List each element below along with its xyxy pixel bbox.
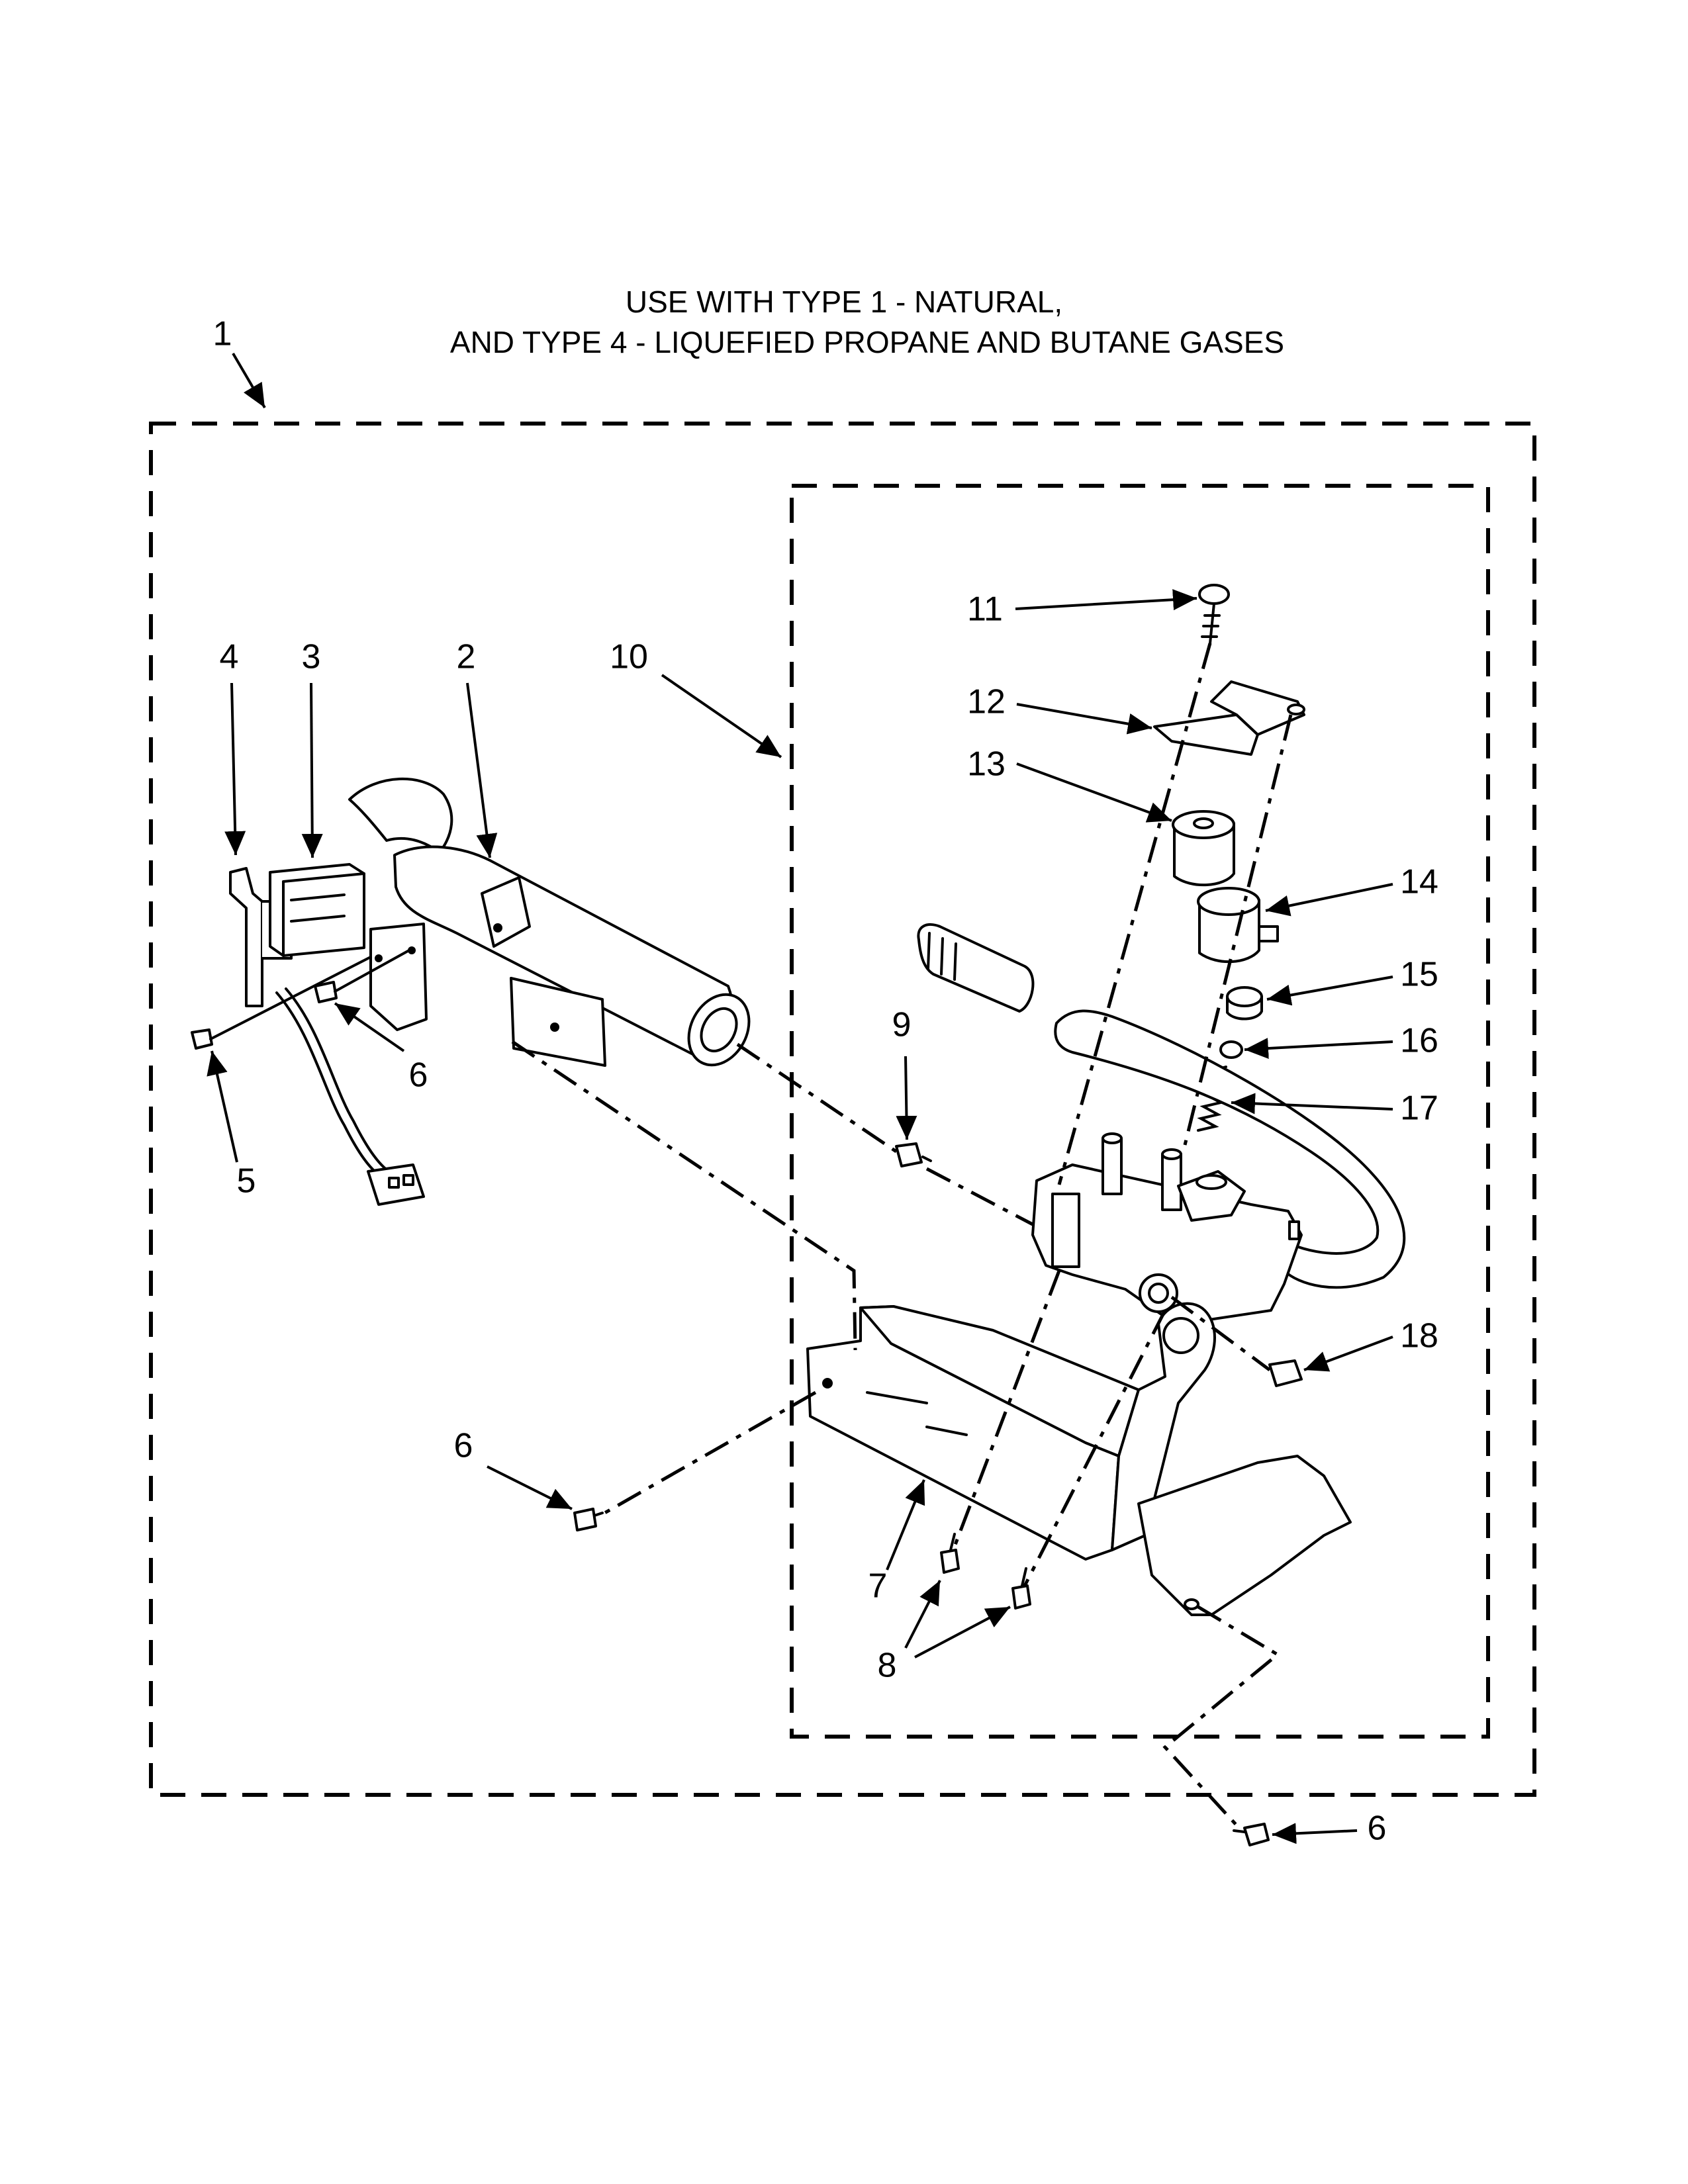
sensor-part-3 bbox=[269, 863, 365, 957]
callout-5: 5 bbox=[237, 1162, 256, 1201]
callout-6-center: 6 bbox=[454, 1427, 473, 1465]
leader-4 bbox=[224, 682, 246, 856]
centerline-bracket-to-part-7 bbox=[511, 1040, 857, 1351]
leader-17 bbox=[1231, 1093, 1393, 1115]
centerline-part-6-bottom bbox=[1162, 1605, 1281, 1828]
callout-2: 2 bbox=[457, 638, 476, 676]
leader-11 bbox=[1015, 589, 1197, 611]
leader-6-bottom bbox=[1272, 1823, 1358, 1844]
leader-3 bbox=[301, 682, 323, 858]
callout-10: 10 bbox=[610, 638, 648, 676]
leader-5 bbox=[207, 1050, 238, 1163]
leader-8-right bbox=[914, 1606, 1011, 1659]
wire-harness bbox=[275, 987, 425, 1206]
centerline-coil-stack bbox=[1023, 714, 1293, 1587]
screw-part-11 bbox=[1198, 584, 1230, 645]
cap-part-15 bbox=[1226, 986, 1263, 1021]
gas-valve-body bbox=[1031, 1009, 1406, 1324]
mounting-plate bbox=[369, 923, 428, 1031]
orifice-part-9 bbox=[895, 1142, 932, 1167]
diagram-title-line-2: AND TYPE 4 - LIQUEFIED PROPANE AND BUTAN… bbox=[450, 325, 1284, 359]
leader-12 bbox=[1016, 703, 1152, 735]
leader-1 bbox=[232, 352, 266, 409]
callout-14: 14 bbox=[1400, 863, 1438, 901]
callout-15: 15 bbox=[1400, 956, 1438, 994]
centerline-part-18 bbox=[1170, 1295, 1271, 1372]
screw-part-6-bottom bbox=[1233, 1823, 1270, 1846]
callout-13: 13 bbox=[967, 745, 1006, 784]
callout-6-bottom: 6 bbox=[1368, 1809, 1387, 1848]
leader-2 bbox=[466, 682, 498, 858]
coil-part-13 bbox=[1172, 810, 1235, 887]
callout-9: 9 bbox=[892, 1006, 912, 1044]
coil-part-14 bbox=[1197, 887, 1279, 964]
burner-tube-part-2 bbox=[348, 778, 751, 1067]
coil-bracket-part-12 bbox=[1153, 680, 1305, 756]
callout-6-left: 6 bbox=[409, 1056, 428, 1095]
leader-10 bbox=[661, 674, 782, 758]
leader-18 bbox=[1303, 1336, 1393, 1372]
callout-8: 8 bbox=[878, 1647, 897, 1685]
screw-part-8-left bbox=[940, 1533, 960, 1574]
centerline-tube-to-valve bbox=[736, 1042, 1034, 1226]
callout-16: 16 bbox=[1400, 1022, 1438, 1060]
leader-9 bbox=[896, 1056, 917, 1140]
screw-part-5 bbox=[191, 956, 372, 1050]
leader-15 bbox=[1266, 976, 1393, 1006]
callout-11: 11 bbox=[967, 590, 1003, 629]
connector-part-18 bbox=[1268, 1359, 1303, 1387]
diagram-title-line-1: USE WITH TYPE 1 - NATURAL, bbox=[626, 285, 1062, 319]
leader-6-left bbox=[334, 1002, 405, 1052]
screw-part-6-left bbox=[314, 949, 410, 1003]
assembly-10-frame bbox=[790, 484, 1490, 1739]
plunger-part-16 bbox=[1219, 1040, 1243, 1059]
gas-pipe-segment bbox=[917, 923, 1035, 1013]
screw-part-6-center bbox=[573, 1508, 604, 1531]
callout-3: 3 bbox=[302, 638, 321, 676]
mounting-bracket-part-7 bbox=[806, 1302, 1352, 1616]
assembly-1-frame bbox=[149, 422, 1536, 1797]
callout-12: 12 bbox=[967, 683, 1006, 721]
leader-16 bbox=[1244, 1038, 1393, 1060]
callout-7: 7 bbox=[868, 1567, 888, 1606]
screw-part-8-right bbox=[1011, 1567, 1031, 1610]
callout-1: 1 bbox=[213, 315, 232, 353]
callout-17: 17 bbox=[1400, 1089, 1438, 1128]
leader-7 bbox=[886, 1479, 925, 1570]
leader-6-center bbox=[487, 1465, 573, 1510]
leader-13 bbox=[1016, 762, 1172, 823]
callout-4: 4 bbox=[220, 638, 239, 676]
leader-14 bbox=[1265, 883, 1393, 917]
leader-8-left bbox=[904, 1580, 941, 1649]
centerline-screw-11 bbox=[951, 643, 1212, 1551]
centerline-part-6-center bbox=[601, 1390, 817, 1516]
callout-18: 18 bbox=[1400, 1317, 1438, 1355]
